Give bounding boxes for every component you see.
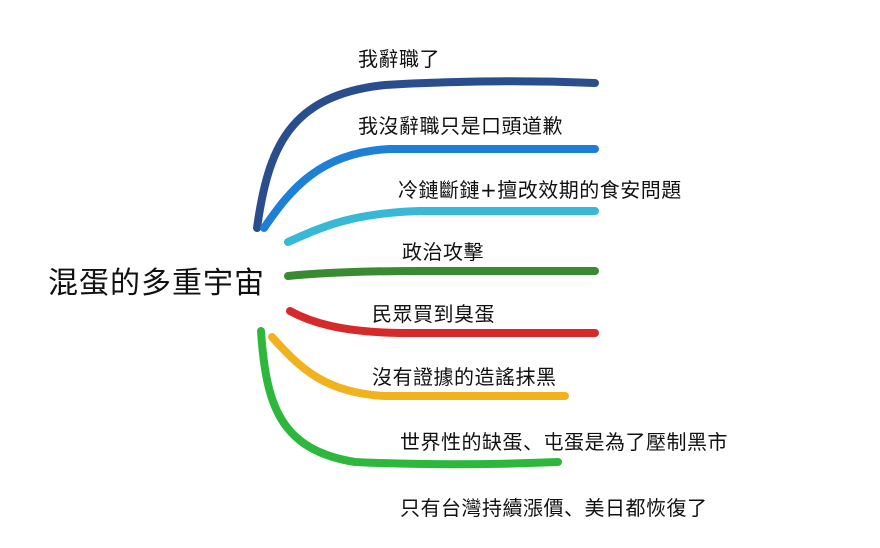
branch-line-7 bbox=[257, 327, 562, 469]
branch-line-3 bbox=[284, 207, 599, 246]
branch-line-2 bbox=[260, 145, 599, 232]
root-topic-label: 混蛋的多重宇宙 bbox=[48, 266, 265, 301]
branch-label-6: 沒有證據的造謠抹黑 bbox=[372, 365, 557, 389]
branch-label-3: 冷鏈斷鏈+擅改效期的食安問題 bbox=[398, 178, 682, 202]
branch-line-1 bbox=[253, 77, 599, 232]
branch-line-5 bbox=[286, 307, 599, 337]
branch-label-5: 民眾買到臭蛋 bbox=[372, 302, 495, 326]
branch-label-7: 世界性的缺蛋、屯蛋是為了壓制黑市 bbox=[400, 430, 728, 454]
branch-label-8: 只有台灣持續漲價、美日都恢復了 bbox=[400, 496, 708, 520]
branch-label-4: 政治攻擊 bbox=[402, 240, 484, 264]
branch-label-2: 我沒辭職只是口頭道歉 bbox=[358, 114, 563, 138]
branch-line-4 bbox=[284, 267, 599, 280]
branch-line-6 bbox=[268, 333, 569, 400]
branch-label-1: 我辭職了 bbox=[358, 47, 440, 71]
